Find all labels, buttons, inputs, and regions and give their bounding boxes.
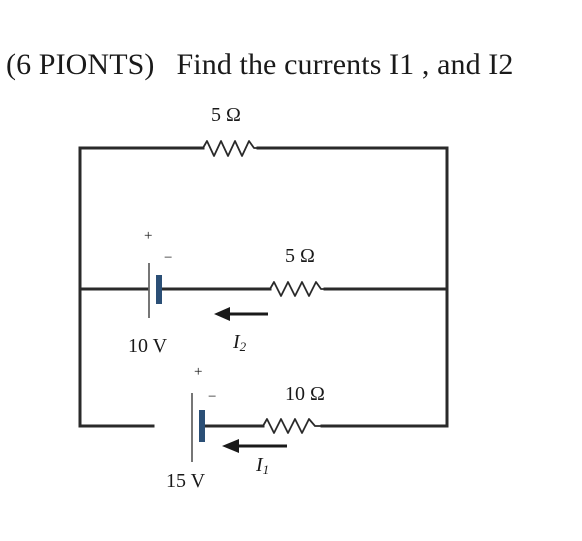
top-resistor bbox=[202, 140, 258, 157]
bottom-resistor-label: 10 Ω bbox=[285, 383, 325, 405]
middle-resistor-label: 5 Ω bbox=[285, 245, 315, 267]
current-i2-label: I2 bbox=[232, 331, 247, 354]
battery-15v bbox=[191, 393, 205, 462]
battery-10v bbox=[148, 263, 162, 318]
battery-10v-minus-sign: − bbox=[164, 250, 172, 266]
current-arrow-i2-head bbox=[214, 307, 230, 321]
circuit-outer-wire bbox=[78, 146, 449, 428]
top-resistor-label: 5 Ω bbox=[211, 104, 241, 126]
current-i2-sub: 2 bbox=[240, 339, 247, 354]
question-heading: (6 PIONTS) Find the currents I1 , and I2 bbox=[6, 48, 514, 82]
question-points: (6 PIONTS) bbox=[6, 48, 155, 81]
question-text: Find the currents I1 , and I2 bbox=[176, 48, 514, 81]
current-i1-sub: 1 bbox=[263, 462, 270, 477]
battery-15v-minus-sign: − bbox=[208, 389, 216, 405]
current-arrow-i1 bbox=[222, 439, 287, 453]
current-arrow-i2 bbox=[214, 307, 268, 321]
battery-10v-label: 10 V bbox=[128, 335, 168, 357]
middle-resistor bbox=[269, 281, 325, 297]
battery-15v-label: 15 V bbox=[166, 470, 206, 492]
current-i2-main: I bbox=[232, 331, 241, 353]
current-i1-main: I bbox=[255, 454, 264, 476]
current-arrow-i1-head bbox=[222, 439, 239, 453]
bottom-resistor bbox=[262, 418, 322, 434]
current-i1-label: I1 bbox=[255, 454, 269, 477]
battery-15v-plus-sign: + bbox=[194, 364, 202, 380]
battery-10v-plus-sign: + bbox=[144, 228, 152, 244]
